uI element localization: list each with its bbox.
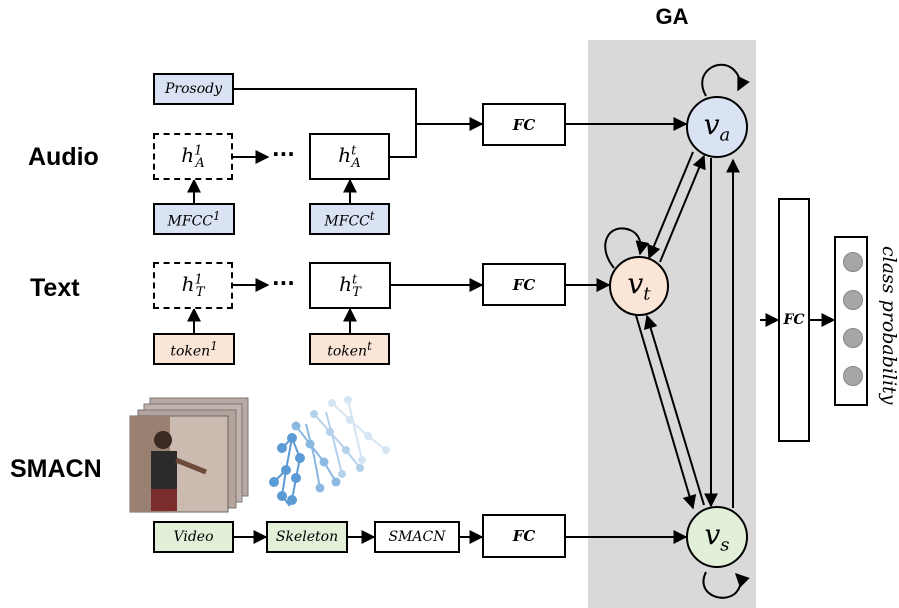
hT1-text: h1T — [181, 271, 205, 300]
self-loop-vs — [702, 571, 750, 599]
text-ellipsis: ··· — [272, 271, 295, 295]
audio-ellipsis: ··· — [272, 142, 295, 166]
video-box: Video — [153, 521, 234, 553]
probability-dot — [843, 290, 863, 310]
smacn-box: SMACN — [374, 521, 460, 553]
hAt-text: htA — [338, 142, 361, 171]
ga-title: GA — [655, 4, 689, 29]
hA1-box: h1A — [153, 133, 233, 180]
video-frames-illustration — [129, 397, 249, 513]
mfcct-text: MFCCt — [324, 208, 375, 230]
class-probability-box — [834, 236, 868, 406]
tokent-box: tokent — [309, 333, 390, 365]
node-vs: vs — [686, 506, 748, 568]
node-va-text: va — [703, 108, 731, 146]
fc-audio-box: FC — [482, 103, 566, 146]
class-probability-label: class probability — [878, 245, 899, 405]
tokent-text: tokent — [327, 338, 372, 360]
smacn-label: SMACN — [10, 455, 102, 483]
mfcc1-box: MFCC1 — [153, 203, 235, 235]
text-label: Text — [30, 274, 80, 302]
node-vs-text: vs — [704, 518, 730, 556]
hAt-box: htA — [309, 133, 390, 180]
edge-va-vt — [647, 151, 694, 260]
hT1-box: h1T — [153, 262, 233, 309]
hTt-box: htT — [309, 262, 391, 309]
self-loop-vt — [604, 227, 650, 269]
edge-vt-va — [659, 154, 706, 263]
node-va: va — [686, 96, 748, 158]
node-vt: vt — [609, 256, 669, 316]
mfcct-box: MFCCt — [309, 203, 390, 235]
probability-dot — [843, 366, 863, 386]
fc-smacn-box: FC — [482, 514, 566, 558]
edge-vt-vs — [634, 311, 697, 510]
hA-merge-line — [390, 124, 417, 158]
token1-box: token1 — [153, 333, 235, 365]
self-loop-va — [701, 63, 750, 97]
token1-text: token1 — [170, 338, 218, 360]
fc-text-box: FC — [482, 263, 566, 306]
audio-label: Audio — [28, 143, 99, 171]
hTt-text: htT — [339, 271, 361, 300]
probability-dot — [843, 328, 863, 348]
hA1-text: h1A — [181, 142, 205, 171]
skeleton-illustration — [269, 396, 390, 507]
skeleton-box: Skeleton — [266, 521, 348, 553]
prosody-box: Prosody — [153, 73, 234, 105]
final-fc-box: FC — [778, 198, 810, 442]
prosody-line — [234, 88, 417, 124]
edge-vs-vt — [643, 314, 705, 506]
node-vt-text: vt — [627, 267, 651, 305]
probability-dot — [843, 252, 863, 272]
mfcc1-text: MFCC1 — [167, 208, 221, 230]
